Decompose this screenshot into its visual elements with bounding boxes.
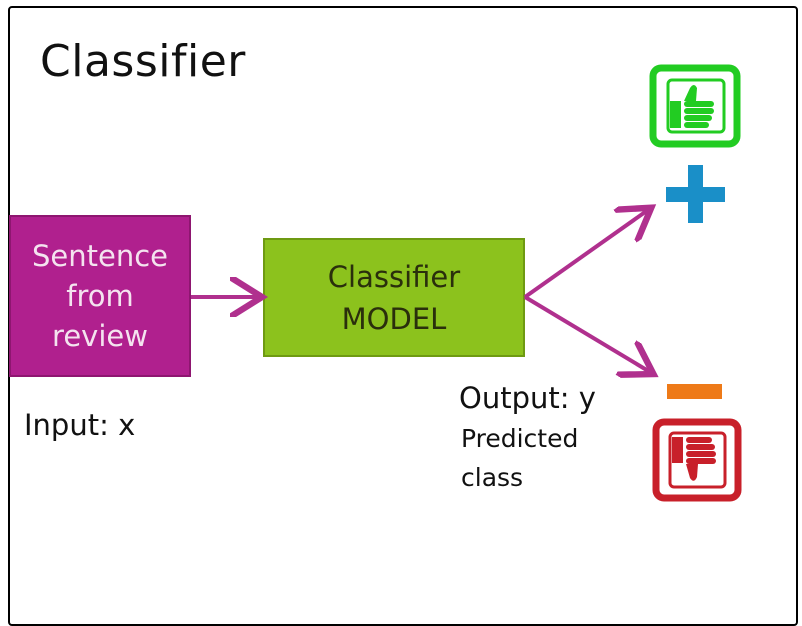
input-box-line-1: Sentence: [31, 239, 168, 273]
output-label: Output: y: [459, 381, 596, 415]
arrow-model-to-positive: [523, 210, 648, 299]
plus-icon: [666, 165, 725, 223]
slide-title: Classifier: [40, 36, 246, 87]
thumbs-up-icon: [649, 64, 741, 148]
model-box-line-2: MODEL: [341, 301, 447, 336]
minus-icon: [667, 384, 722, 399]
diagram-graphics: [191, 64, 742, 502]
model-box-line-1: Classifier: [327, 259, 461, 294]
thumbs-down-icon: [652, 418, 742, 502]
arrow-model-to-negative: [523, 295, 650, 372]
predicted-label-line-2: class: [461, 463, 524, 492]
predicted-label-line-1: Predicted: [461, 424, 579, 453]
input-box-line-2: from: [66, 279, 134, 313]
input-box-line-3: review: [52, 319, 148, 353]
input-sentence-box: Sentence from review: [9, 215, 191, 377]
input-label: Input: x: [24, 408, 136, 442]
